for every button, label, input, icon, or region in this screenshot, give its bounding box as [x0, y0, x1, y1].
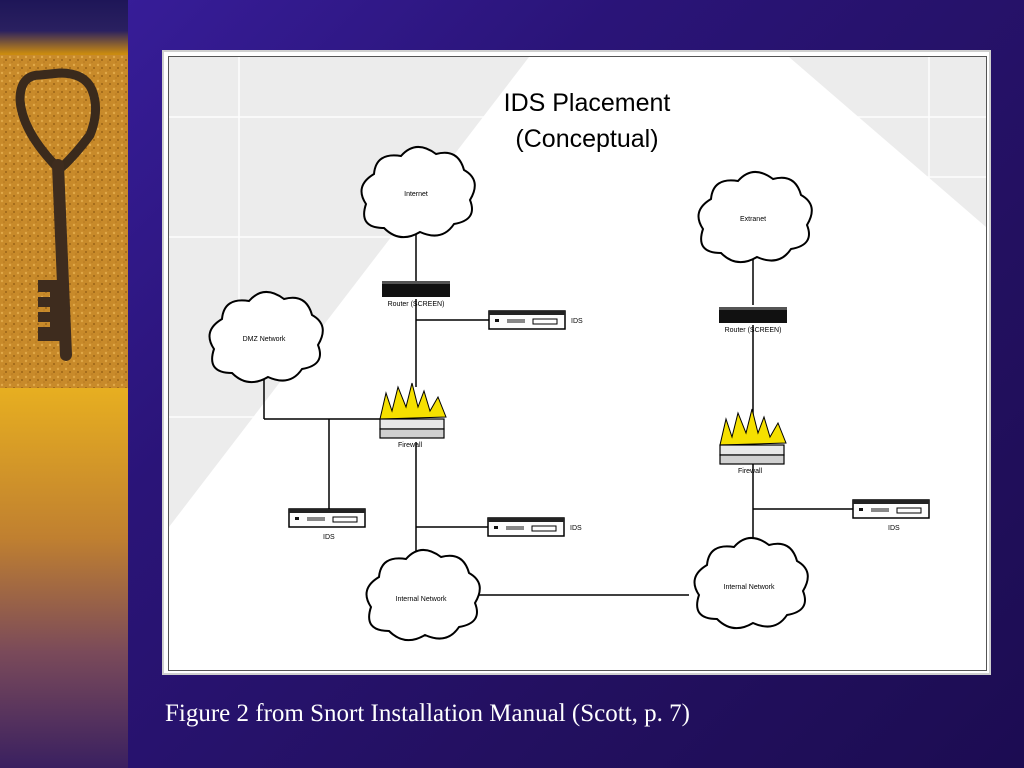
background-grid: [169, 57, 986, 670]
firewall-right-label: Firewall: [738, 468, 763, 475]
ids-top: IDS: [488, 310, 583, 330]
extranet-label: Extranet: [740, 216, 766, 223]
diagram-title-line1: IDS Placement: [504, 89, 671, 117]
slide-caption: Figure 2 from Snort Installation Manual …: [165, 700, 690, 727]
internet-label: Internet: [404, 191, 428, 198]
router-left: Router (SCREEN): [382, 281, 450, 308]
internal-network-label-right: Internal Network: [724, 584, 775, 591]
internet-cloud: Internet: [360, 145, 476, 239]
internal-network-cloud-right: Internal Network: [693, 536, 809, 630]
router-right: Router (SCREEN): [719, 307, 787, 334]
internal-network-label-left: Internal Network: [396, 596, 447, 603]
extranet-cloud: Extranet: [697, 170, 813, 264]
router-right-label: Router (SCREEN): [725, 327, 782, 334]
ids-mid: IDS: [487, 517, 582, 537]
internal-network-cloud-left: Internal Network: [365, 548, 481, 642]
ids-top-label: IDS: [571, 318, 583, 325]
dmz-network-cloud: DMZ Network: [208, 290, 324, 384]
ids-mid-label: IDS: [570, 525, 582, 532]
ids-dmz-label: IDS: [323, 534, 335, 541]
ids-placement-diagram: IDS Placement (Conceptual) Inter: [169, 57, 986, 670]
router-left-label: Router (SCREEN): [388, 301, 445, 308]
firewall-left: Firewall: [379, 382, 447, 449]
dmz-network-label: DMZ Network: [243, 336, 286, 343]
diagram-figure: IDS Placement (Conceptual) Inter: [162, 50, 991, 675]
antique-key-image: [0, 55, 128, 388]
ids-dmz: IDS: [288, 508, 366, 541]
diagram-title-line2: (Conceptual): [515, 125, 658, 153]
ids-right-label: IDS: [888, 525, 900, 532]
network-links: [263, 227, 857, 596]
diagram-canvas: IDS Placement (Conceptual) Inter: [168, 56, 987, 671]
firewall-left-label: Firewall: [398, 442, 423, 449]
ids-right: IDS: [852, 499, 930, 532]
firewall-right: Firewall: [719, 408, 787, 475]
